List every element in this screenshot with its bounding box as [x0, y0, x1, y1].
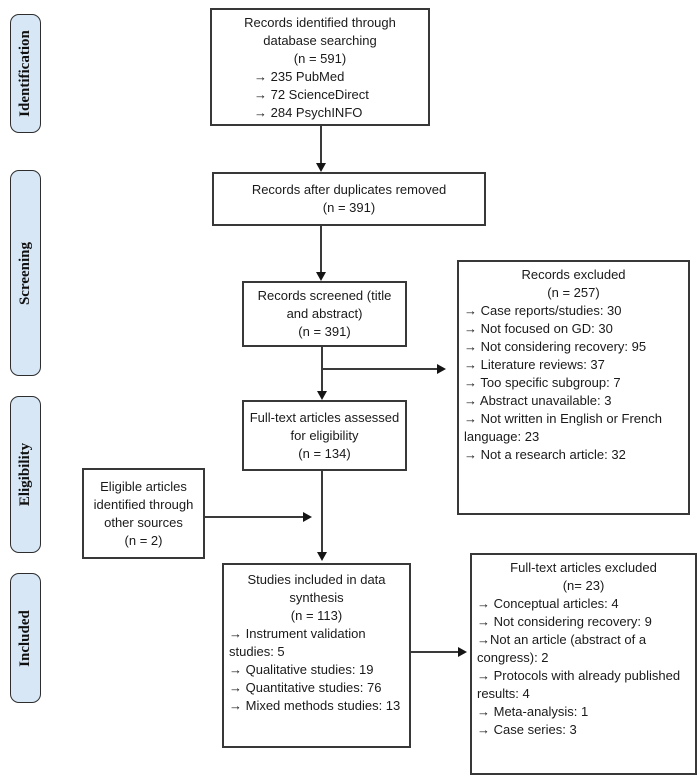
stage-screening-label: Screening — [17, 241, 33, 305]
fulltext-excluded-box: Full-text articles excluded (n= 23) → Conc… — [470, 553, 697, 775]
text-line: → Too specific subgroup: 7 — [464, 375, 621, 390]
arrowhead-down-icon — [316, 272, 326, 281]
text-line: → Not considering recovery: 95 — [464, 339, 647, 354]
text-line: → Not written in English or French — [464, 411, 662, 426]
arrow-screened-to-fulltext — [321, 347, 323, 393]
text-line: database searching — [263, 33, 377, 48]
text-line: → Not a research article: 32 — [464, 447, 626, 462]
text-line: → 72 ScienceDirect — [254, 87, 369, 102]
arrow-othersources-to-flow — [205, 516, 304, 518]
studies-included-box: Studies included in data synthesis (n = 11… — [222, 563, 411, 748]
arrow-included-to-ftexcluded — [411, 651, 459, 653]
records-screened-box: Records screened (title and abstract) (n =… — [242, 281, 407, 347]
text-line: synthesis — [289, 590, 344, 605]
text-line: (n= 23) — [562, 578, 605, 593]
text-line: → Case series: 3 — [477, 722, 577, 737]
text-line: Full-text articles assessed — [249, 409, 400, 425]
text-line: results: 4 — [477, 686, 530, 701]
stage-included-label: Included — [17, 609, 34, 667]
text-line: (n = 2) — [124, 532, 163, 548]
text-line: → Literature reviews: 37 — [464, 357, 605, 372]
stage-eligibility-label: Eligibility — [17, 442, 34, 507]
arrow-fulltext-to-included — [321, 471, 323, 554]
text-line: Records excluded — [521, 267, 626, 282]
arrowhead-down-icon — [316, 163, 326, 172]
text-line: congress): 2 — [477, 650, 549, 665]
text-line: → Abstract unavailable: 3 — [464, 393, 612, 408]
fulltext-assessed-box: Full-text articles assessed for eligibili… — [242, 400, 407, 471]
text-line: (n = 113) — [290, 608, 343, 623]
text-line: → 235 PubMed — [254, 69, 345, 84]
other-sources-box: Eligible articles identified through other… — [82, 468, 205, 559]
text-line: identified through — [93, 496, 194, 512]
text-line: and abstract) — [286, 306, 363, 321]
stage-identification-label: Identification — [17, 30, 34, 117]
text-line: for eligibility — [290, 427, 359, 443]
records-identified-box: Records identified through database searc… — [210, 8, 430, 126]
arrowhead-right-icon — [303, 512, 312, 522]
arrow-screened-to-excluded — [321, 368, 437, 370]
text-line: Full-text articles excluded — [510, 560, 657, 575]
text-line: (n = 391) — [298, 324, 351, 339]
text-line: → Protocols with already published — [477, 668, 681, 683]
text-line: → Qualitative studies: 19 — [229, 662, 374, 677]
text-line: → Case reports/studies: 30 — [464, 303, 622, 318]
text-line: Records after duplicates removed — [251, 182, 447, 197]
text-line: studies: 5 — [229, 644, 285, 659]
text-line: (n = 391) — [322, 200, 376, 215]
arrowhead-down-icon — [317, 552, 327, 561]
arrowhead-down-icon — [317, 391, 327, 400]
stage-identification: Identification — [10, 14, 41, 133]
text-line: → Not considering recovery: 9 — [477, 614, 652, 629]
text-line: (n = 134) — [298, 445, 351, 461]
arrowhead-right-icon — [437, 364, 446, 374]
text-line: → Instrument validation — [229, 626, 366, 641]
text-line: → 284 PsychINFO — [254, 105, 363, 120]
stage-eligibility: Eligibility — [10, 396, 41, 553]
text-line: → Conceptual articles: 4 — [477, 596, 619, 611]
text-line: → Quantitative studies: 76 — [229, 680, 382, 695]
text-line: Records screened (title — [257, 288, 392, 303]
text-line: (n = 257) — [547, 285, 600, 300]
text-line: Studies included in data — [247, 572, 386, 587]
stage-included: Included — [10, 573, 41, 703]
text-line: →Not an article (abstract of a — [477, 632, 647, 647]
arrowhead-right-icon — [458, 647, 467, 657]
text-line: (n = 591) — [293, 51, 347, 66]
text-line: → Meta-analysis: 1 — [477, 704, 589, 719]
text-line: Eligible articles — [100, 478, 187, 494]
arrow-deduped-to-screened — [320, 226, 322, 274]
stage-screening: Screening — [10, 170, 41, 376]
records-excluded-box: Records excluded (n = 257) → Case reports/… — [457, 260, 690, 515]
text-line: Records identified through — [244, 15, 396, 30]
text-line: other sources — [104, 514, 183, 530]
text-line: → Not focused on GD: 30 — [464, 321, 613, 336]
duplicates-removed-box: Records after duplicates removed (n = 391… — [212, 172, 486, 226]
text-line: → Mixed methods studies: 13 — [229, 698, 401, 713]
text-line: language: 23 — [464, 429, 540, 444]
arrow-identified-to-deduped — [320, 126, 322, 165]
